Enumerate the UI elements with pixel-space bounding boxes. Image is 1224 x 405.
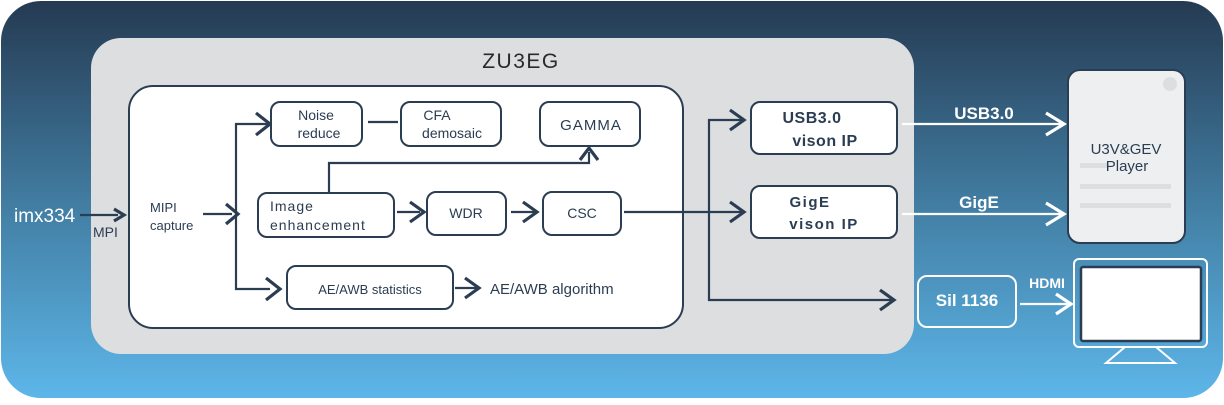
block-wdr [426, 191, 507, 236]
gige-ip-label-2: vison IP [789, 216, 859, 233]
arrowhead-icon [113, 207, 128, 223]
player-line-icon [1080, 163, 1108, 168]
image-enhancement-label-2: enhancement [270, 217, 366, 233]
usb-ip-label-1: USB3.0 [782, 110, 841, 127]
noise-reduce-label-2: reduce [298, 125, 341, 141]
arrowhead-icon [1045, 111, 1068, 137]
block-noise-reduce [270, 101, 363, 147]
wdr-label: WDR [449, 205, 482, 221]
player-line-icon [1080, 203, 1171, 208]
usb-ip-label-2: vison IP [792, 133, 857, 150]
noise-reduce-label-1: Noise [298, 107, 334, 123]
block-ae-awb-statistics [286, 265, 454, 310]
mipi-capture-label-2: capture [150, 218, 193, 233]
gige-ip-label-1: GigE [789, 194, 830, 211]
block-sil-1136 [917, 275, 1017, 328]
player-body [1067, 69, 1186, 244]
gamma-label: GAMMA [560, 117, 622, 134]
connectors-dark [80, 118, 893, 302]
block-usb-vision-ip [750, 101, 898, 155]
chip-title: ZU3EG [482, 50, 560, 73]
player-label-2: Player [1106, 158, 1149, 175]
output-bus [707, 118, 893, 302]
arrowheads-white [1045, 111, 1074, 316]
arrowhead-icon [578, 145, 600, 161]
player-label-1: U3V&GEV [1091, 141, 1162, 158]
arrowhead-icon [729, 200, 747, 224]
hdmi-link-label: HDMI [1029, 275, 1065, 291]
mpi-link-label: MPI [93, 224, 118, 240]
arrowhead-icon [1055, 292, 1074, 316]
sensor-label: imx334 [14, 206, 76, 227]
arrowhead-icon [224, 202, 241, 226]
branch-bus [234, 122, 270, 291]
mipi-capture-label-1: MIPI [150, 200, 177, 215]
gige-link-label: GigE [959, 193, 999, 212]
player-line-icon [1080, 184, 1171, 189]
arrowhead-icon [464, 276, 482, 300]
sil-label: Sil 1136 [936, 291, 998, 310]
block-gamma [539, 101, 641, 147]
block-cfa-demosaic [400, 101, 502, 147]
arrowhead-icon [409, 200, 427, 224]
player-camera-icon [1163, 77, 1177, 91]
usb-link-label: USB3.0 [954, 104, 1014, 123]
block-image-enhancement [257, 192, 395, 238]
connectors-white [902, 122, 1070, 306]
arrowhead-icon [729, 108, 747, 132]
csc-label: CSC [567, 205, 597, 221]
block-gige-vision-ip [750, 185, 898, 239]
monitor-icon [1073, 258, 1208, 364]
player-device: U3V&GEV Player [1067, 69, 1186, 244]
arrowhead-icon [265, 276, 283, 302]
ae-awb-algorithm-label: AE/AWB algorithm [490, 281, 614, 298]
block-csc [542, 191, 622, 236]
arrowhead-icon [522, 200, 540, 224]
ae-awb-statistics-label: AE/AWB statistics [318, 282, 422, 297]
arrowhead-icon [879, 288, 897, 312]
image-enhancement-label-1: Image [270, 198, 314, 214]
arrowhead-icon [1045, 201, 1068, 227]
cfa-label-2: demosaic [422, 125, 482, 141]
arrowheads-dark [113, 108, 897, 312]
cfa-label-1: CFA [423, 107, 451, 123]
isp-pipeline-box [128, 85, 684, 329]
link-enhance-gamma [327, 152, 591, 193]
